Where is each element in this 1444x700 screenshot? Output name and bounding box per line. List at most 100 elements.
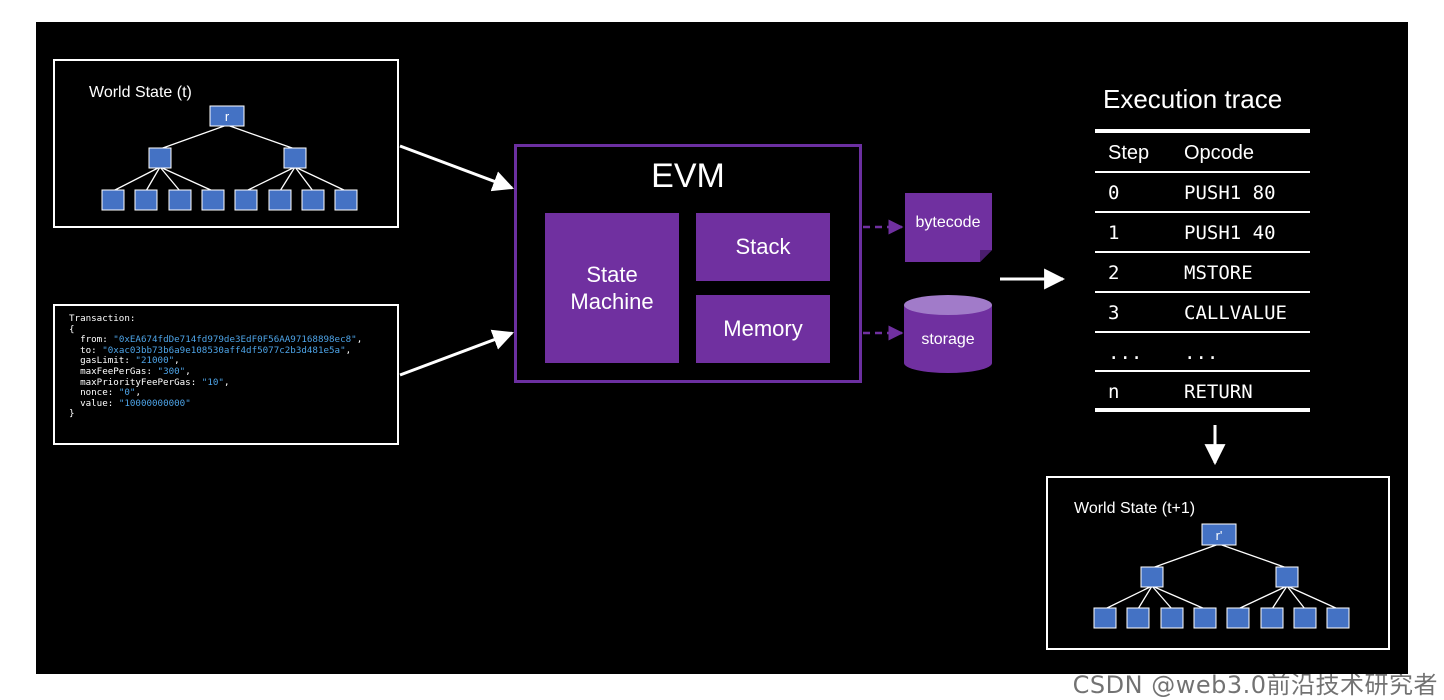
tree-leaf [101,189,125,211]
tree-node [283,147,307,169]
trace-step: ... [1108,342,1143,364]
tree-leaf [1160,607,1184,629]
tx-value-maxfee: "300" [157,365,186,377]
memory-block: Memory [696,295,830,363]
tree-root-node [1201,523,1237,546]
tree-root-node [209,105,245,127]
trace-row: 1 PUSH1 40 [1095,213,1310,251]
state-machine-line1: State [586,262,638,287]
tx-open-brace: { [69,323,75,335]
tree-leaf [268,189,292,211]
tx-value-value: "10000000000" [118,397,191,409]
tx-comma: , [185,365,191,377]
tree-leaf [301,189,325,211]
trace-row: 2 MSTORE [1095,253,1310,291]
tx-key-maxfee: maxFeePerGas [80,365,147,377]
tx-value-nonce: "0" [118,387,136,399]
trace-row-rule [1095,291,1310,293]
trace-header-step: Step [1108,142,1150,164]
tx-comma: , [356,334,363,346]
tx-key-value: value [80,397,108,409]
world-state-before-tree: r [101,105,358,211]
trace-row: ... ... [1095,333,1310,371]
tx-value-from: "0xEA674fdDe714fd979de3EdF0F56AA97168898… [113,334,357,346]
tree-node [148,147,172,169]
tree-root-label: r' [1216,528,1223,543]
trace-opcode: PUSH1 40 [1184,222,1276,244]
trace-step: 3 [1108,302,1120,324]
stack-block: Stack [696,213,830,281]
tx-key-to: to [80,344,92,356]
evm-title: EVM [651,157,725,195]
csdn-watermark: CSDN @web3.0前沿技术研究者 [1072,671,1438,699]
tx-comma: , [135,387,141,399]
trace-opcode: ... [1184,342,1219,364]
tree-leaf [134,189,158,211]
arrow-worldstate-to-evm [399,144,514,192]
trace-row: n RETURN [1095,372,1310,410]
tx-key-gaslimit: gasLimit [80,355,125,367]
tree-leaf [168,189,192,211]
trace-header-opcode: Opcode [1184,142,1255,164]
tx-key-nonce: nonce [80,387,108,399]
trace-row: 0 PUSH1 80 [1095,173,1310,211]
tx-key-from: from [80,334,103,346]
tx-key-maxpriority: maxPriorityFeePerGas [80,376,191,388]
tx-value-to: "0xac03bb73b6a9e108530aff4df5077c2b3d481… [102,344,346,356]
execution-trace-title: Execution trace [1103,84,1283,114]
trace-opcode: MSTORE [1184,262,1253,284]
trace-opcode: CALLVALUE [1184,302,1287,324]
world-state-before-box: World State (t) r [53,59,399,228]
trace-header-rule [1095,171,1310,173]
trace-step: 1 [1108,222,1120,244]
tx-close-brace: } [69,408,75,420]
trace-row: 3 CALLVALUE [1095,293,1310,331]
world-state-after-tree: r' [1093,523,1350,629]
tree-leaf [1260,607,1284,629]
state-machine-line2: Machine [570,289,654,314]
tree-leaf [334,189,358,211]
tree-node [1140,566,1164,588]
world-state-after-label: World State (t+1) [1074,500,1196,517]
bytecode-document-icon [905,193,992,262]
tree-leaf [1293,607,1317,629]
storage-database-icon [904,295,992,373]
trace-top-rule [1095,129,1310,133]
arrow-transaction-to-evm [399,329,514,377]
tx-value-maxpriority: "10" [201,376,224,388]
world-state-before-label: World State (t) [89,84,192,101]
trace-step: 0 [1108,182,1120,204]
bytecode-label: bytecode [915,214,981,231]
trace-opcode: PUSH1 80 [1184,182,1276,204]
tx-comma: , [345,344,352,356]
world-state-after-box: World State (t+1) r' [1046,476,1390,650]
tx-value-gaslimit: "21000" [135,355,175,367]
tree-root-label: r [225,109,230,124]
tree-leaf [1093,607,1117,629]
trace-header-row: Step Opcode [1095,133,1310,171]
tree-leaf [1126,607,1150,629]
tree-leaf [1326,607,1350,629]
tree-leaf [1226,607,1250,629]
tree-leaf [1193,607,1217,629]
trace-opcode: RETURN [1184,381,1253,403]
storage-label: storage [921,331,975,348]
trace-row-rule [1095,331,1310,333]
transaction-box: Transaction: { from: "0xEA674fdDe714fd97… [53,304,399,445]
tree-leaf [234,189,258,211]
state-machine-block: State Machine [545,213,679,363]
trace-step: 2 [1108,262,1120,284]
trace-step: n [1108,381,1120,403]
tree-node [1275,566,1299,588]
tx-comma: , [174,355,180,367]
tx-comma: , [223,376,230,388]
trace-row-rule [1095,211,1310,213]
transaction-code: Transaction: { from: "0xEA674fdDe714fd97… [69,313,363,420]
tx-header: Transaction: [69,313,136,324]
evm-box: EVM State Machine Stack Memory [514,144,862,383]
trace-bottom-rule [1095,408,1310,412]
tree-leaf [201,189,225,211]
trace-row-rule [1095,370,1310,372]
trace-row-rule [1095,251,1310,253]
